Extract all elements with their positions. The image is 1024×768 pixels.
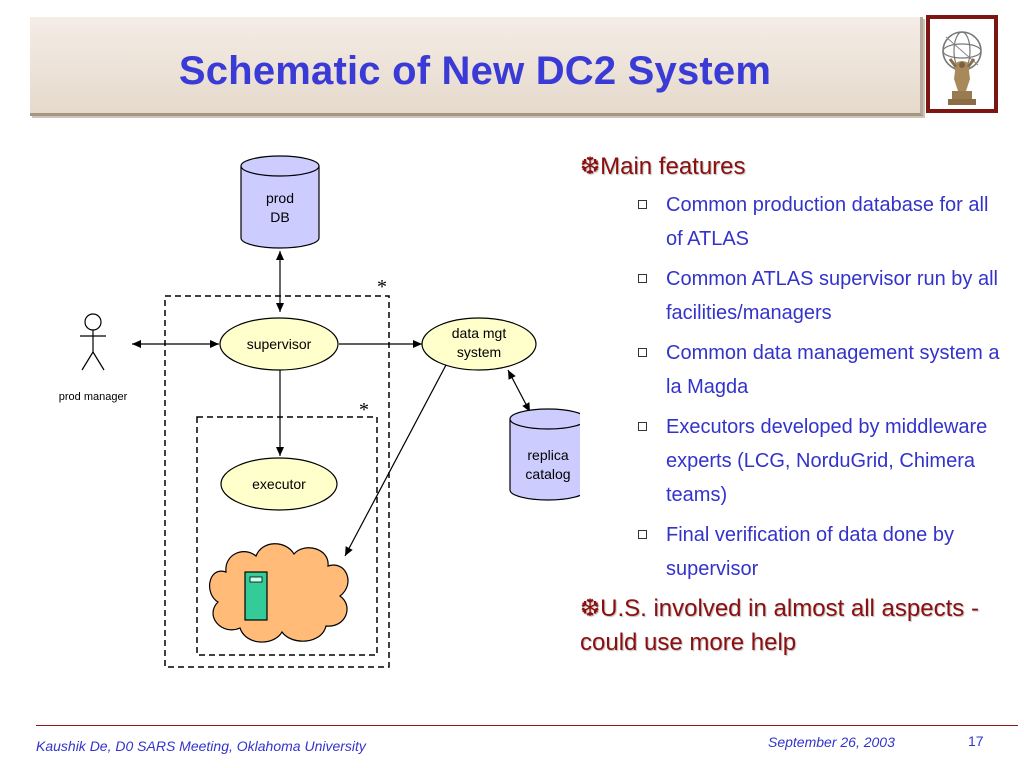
data-mgt-label-1: data mgt: [452, 325, 507, 341]
us-involvement-bullet: ❆U.S. involved in almost all aspects - c…: [580, 592, 1010, 660]
list-item: Common ATLAS supervisor run by all facil…: [580, 262, 1010, 330]
datamgt-replica-arrow: [507, 369, 531, 413]
prod-db-cylinder: prod DB: [240, 155, 320, 249]
replica-label-2: catalog: [525, 466, 570, 482]
footer-date: September 26, 2003: [768, 734, 895, 750]
outer-star: *: [377, 276, 387, 298]
dc2-schematic: * * prod DB supervisor data mgt system r…: [59, 155, 580, 668]
list-item: Final verification of data done by super…: [580, 518, 1010, 586]
prod-manager-figure: [80, 313, 106, 371]
list-item: Common data management system a la Magda: [580, 336, 1010, 404]
executor-label: executor: [252, 476, 306, 492]
footer-divider: [36, 725, 1018, 726]
replica-label-1: replica: [527, 447, 568, 463]
atlas-logo: [926, 15, 998, 113]
compute-cloud: [209, 543, 349, 643]
list-item: Common production database for all of AT…: [580, 188, 1010, 256]
snowflake-bullet-icon: ❆: [580, 595, 601, 622]
square-bullet-icon: [638, 422, 647, 431]
square-bullet-icon: [638, 530, 647, 539]
feature-bullets: ❆Main features Common production databas…: [580, 150, 1010, 660]
server-icon: [244, 571, 268, 621]
inner-star: *: [359, 399, 369, 421]
datamgt-cloud-arrow: [344, 364, 447, 557]
supervisor-node: supervisor: [219, 317, 339, 371]
slide-title: Schematic of New DC2 System: [178, 49, 772, 93]
atlas-figure-icon: [942, 31, 982, 105]
feature-list: Common production database for all of AT…: [580, 188, 1010, 586]
data-mgt-label-2: system: [457, 344, 501, 360]
page-number: 17: [968, 733, 984, 749]
prod-db-label-2: DB: [270, 209, 289, 225]
main-features-text: Main features: [600, 153, 746, 180]
snowflake-bullet-icon: ❆: [580, 153, 601, 180]
supervisor-label: supervisor: [247, 336, 312, 352]
list-item: Executors developed by middleware expert…: [580, 410, 1010, 512]
us-involvement-text: U.S. involved in almost all aspects - co…: [580, 595, 979, 656]
prod-manager-label: prod manager: [59, 391, 128, 403]
data-mgt-node: data mgt system: [421, 317, 537, 371]
footer-credit: Kaushik De, D0 SARS Meeting, Oklahoma Un…: [36, 738, 366, 754]
square-bullet-icon: [638, 274, 647, 283]
prod-db-label-1: prod: [266, 190, 294, 206]
square-bullet-icon: [638, 348, 647, 357]
square-bullet-icon: [638, 200, 647, 209]
replica-catalog-cylinder: replica catalog: [509, 408, 580, 501]
title-banner: Schematic of New DC2 System: [30, 17, 923, 116]
executor-node: executor: [220, 457, 338, 511]
main-features-heading: ❆Main features: [580, 150, 1010, 184]
inner-dashed-box: [196, 416, 378, 656]
